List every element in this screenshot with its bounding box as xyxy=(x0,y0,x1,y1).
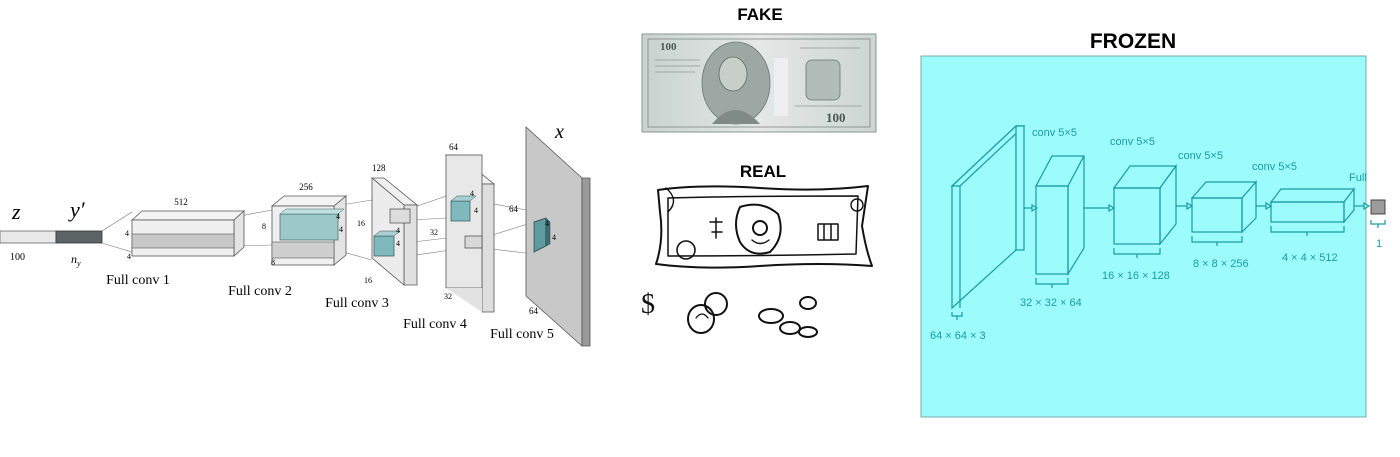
full-conv-5-kernel-b: 4 xyxy=(552,233,556,242)
full-conv-2-size-b: 8 xyxy=(271,258,275,267)
full-conv-2-kernel-a: 4 xyxy=(336,212,340,221)
full-conv-5-output xyxy=(525,126,591,347)
full-conv-1-channels: 512 xyxy=(174,197,188,207)
full-conv-5-label: Full conv 5 xyxy=(490,327,554,342)
full-conv-1-kernel-b: 4 xyxy=(127,252,131,261)
sketch-dollar-sign: $ xyxy=(641,289,655,320)
full-conv-2-channels: 256 xyxy=(299,182,313,192)
full-conv-4-size-b: 32 xyxy=(444,292,452,301)
full-conv-4-block xyxy=(444,154,496,313)
full-conv-5-size-b: 64 xyxy=(529,306,539,316)
z-label: z xyxy=(11,199,21,224)
y-vector xyxy=(55,230,103,244)
fake-bill-top-numeral: 100 xyxy=(660,41,677,53)
frozen-title: FROZEN xyxy=(1090,30,1176,53)
full-conv-1-block xyxy=(130,210,246,257)
discriminator-network xyxy=(950,124,1386,320)
z-dim: 100 xyxy=(10,252,25,263)
full-conv-3-channels: 128 xyxy=(372,163,386,173)
generator-diagram: z y′ 100 ny 512 4 4 F xyxy=(0,121,591,347)
real-title: REAL xyxy=(740,162,786,181)
full-conv-5-kernel-a: 4 xyxy=(545,219,549,228)
disc-conv-3-op: conv 5×5 xyxy=(1178,150,1223,162)
full-conv-4-kernel-b: 4 xyxy=(474,206,478,215)
y-dim: ny xyxy=(71,252,81,268)
full-conv-2-size-a: 8 xyxy=(262,222,266,231)
full-conv-5-size-a: 64 xyxy=(509,204,519,214)
disc-conv-1-size: 32 × 32 × 64 xyxy=(1020,297,1082,309)
full-conv-4-channels: 64 xyxy=(449,142,459,152)
full-conv-4-size-a: 32 xyxy=(430,228,438,237)
disc-conv-2-size: 16 × 16 × 128 xyxy=(1102,270,1170,282)
disc-conv-1-op: conv 5×5 xyxy=(1032,127,1077,139)
full-conv-3-kernel-b: 4 xyxy=(396,239,400,248)
output-unit xyxy=(1370,199,1386,215)
full-conv-3-label: Full conv 3 xyxy=(325,296,389,311)
fake-bill-bottom-numeral: 100 xyxy=(826,110,846,125)
disc-conv-4-op: conv 5×5 xyxy=(1252,161,1297,173)
full-conv-2-block xyxy=(270,195,348,266)
disc-output-size: 1 xyxy=(1376,238,1382,250)
z-vector xyxy=(0,230,57,244)
full-conv-1-kernel-a: 4 xyxy=(125,229,129,238)
fake-banknote-image: 100 100 xyxy=(641,33,877,133)
disc-input-size: 64 × 64 × 3 xyxy=(930,330,986,342)
full-conv-4-kernel-a: 4 xyxy=(470,189,474,198)
full-conv-3-size-b: 16 xyxy=(364,276,372,285)
full-conv-2-label: Full conv 2 xyxy=(228,284,292,299)
y-label: y′ xyxy=(68,197,86,222)
full-conv-3-kernel-a: 4 xyxy=(396,226,400,235)
full-conv-2-kernel-b: 4 xyxy=(339,225,343,234)
full-conv-3-size-a: 16 xyxy=(357,219,365,228)
full-conv-3-block xyxy=(370,177,419,286)
discriminator-diagram: FROZEN xyxy=(920,30,1386,418)
x-label: x xyxy=(554,121,564,143)
full-conv-1-label: Full conv 1 xyxy=(106,273,170,288)
fake-title: FAKE xyxy=(737,5,782,24)
disc-conv-4-size: 4 × 4 × 512 xyxy=(1282,252,1338,264)
disc-conv-3-size: 8 × 8 × 256 xyxy=(1193,258,1249,270)
full-conv-4-label: Full conv 4 xyxy=(403,317,467,332)
disc-conv-2-op: conv 5×5 xyxy=(1110,136,1155,148)
disc-output-op: Full xyxy=(1349,172,1367,184)
real-sketch-image xyxy=(655,185,873,338)
fake-real-panel: FAKE 100 100 REAL xyxy=(641,5,877,338)
